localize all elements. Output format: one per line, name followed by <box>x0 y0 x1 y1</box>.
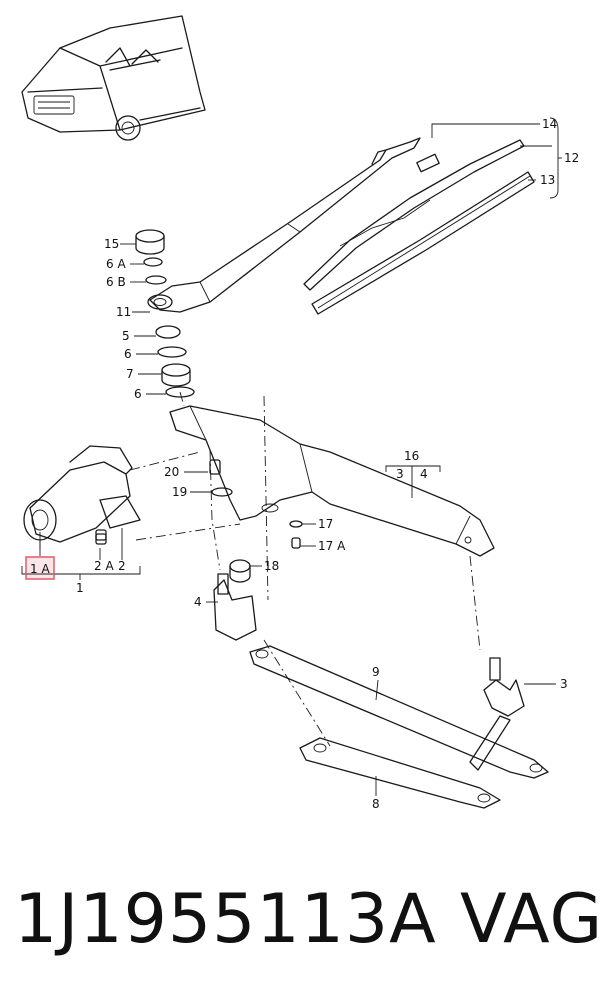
callout-3: 3 <box>560 677 568 691</box>
callout-16-4: 4 <box>420 467 428 481</box>
callout-2A: 2 A <box>94 559 114 573</box>
callout-4: 4 <box>194 595 202 609</box>
callout-1A: 1 A <box>30 562 50 576</box>
callout-13: 13 <box>540 173 555 187</box>
linkage-rods <box>249 645 549 809</box>
callout-18: 18 <box>264 559 279 573</box>
callout-12: 12 <box>564 151 579 165</box>
callout-17: 17 <box>318 517 333 531</box>
callout-20: 20 <box>164 465 179 479</box>
part-number: 1J1955113A <box>14 880 437 959</box>
brand-name: VAG <box>460 880 600 959</box>
leader-lines <box>21 117 562 796</box>
callout-14: 14 <box>542 117 557 131</box>
callout-17A: 17 A <box>318 539 346 553</box>
callout-7: 7 <box>126 367 134 381</box>
callout-8: 8 <box>372 797 380 811</box>
callout-6A: 6 A <box>106 257 126 271</box>
callout-1: 1 <box>76 581 84 595</box>
footer-caption: 1J1955113A VAG <box>14 880 600 980</box>
fastener-stack <box>135 229 195 398</box>
callout-6-upper: 6 <box>124 347 132 361</box>
car-thumbnail <box>21 15 206 141</box>
wiper-blade <box>303 139 535 315</box>
alignment-lines <box>129 391 481 747</box>
callout-11: 11 <box>116 305 131 319</box>
callout-5: 5 <box>122 329 130 343</box>
callout-15: 15 <box>104 237 119 251</box>
wiper-motor <box>23 445 141 550</box>
highlight-box-1A <box>25 556 55 580</box>
callout-2: 2 <box>118 559 126 573</box>
callout-19: 19 <box>172 485 187 499</box>
wiper-arm <box>147 137 421 313</box>
callout-labels: 14 12 13 15 6 A 6 B 11 5 6 7 6 16 3 4 20… <box>30 117 579 811</box>
callout-6-lower: 6 <box>134 387 142 401</box>
wiper-frame <box>169 405 495 557</box>
callout-16-3: 3 <box>396 467 404 481</box>
pivot-crank <box>213 573 525 717</box>
callout-6B: 6 B <box>106 275 126 289</box>
callout-16: 16 <box>404 449 419 463</box>
callout-9: 9 <box>372 665 380 679</box>
